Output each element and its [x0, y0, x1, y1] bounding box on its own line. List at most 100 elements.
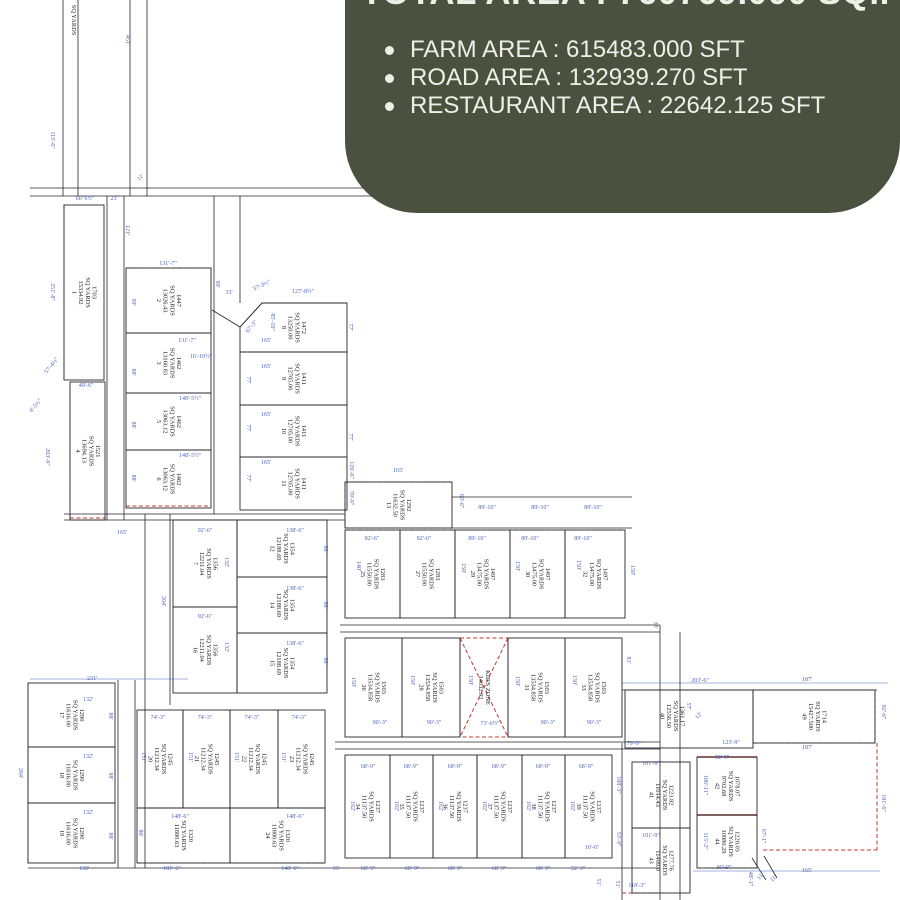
dim-label: 165' [802, 868, 812, 874]
plot-11 [239, 456, 348, 511]
dim-label: 123'-9" [722, 740, 740, 746]
plot-6 [125, 449, 212, 509]
dim-label: 89'-10" [478, 505, 496, 511]
dim-label: 106'-11" [702, 775, 708, 796]
restaurant-area-item: RESTAURANT AREA : 22642.125 SFT [385, 92, 900, 120]
dim-label: 89'-10" [468, 536, 486, 542]
plot-label-41: 1223.82SQ YARDS11014.4341 [647, 780, 674, 811]
dim-label: 11' [756, 872, 765, 881]
dim-label: 132' [79, 866, 89, 872]
dim-label: 77' [245, 376, 251, 383]
dim-label: 148'-6" [281, 866, 299, 872]
dim-label: 165' [261, 338, 271, 344]
dim-label: 150' [571, 675, 577, 685]
dim-label: 57' [685, 702, 691, 709]
plot-13 [344, 481, 453, 529]
plot-label-29: 1497SQ YARDS13475.0029 [469, 559, 496, 590]
dim-label: 138'-6" [286, 528, 304, 534]
plot-label-21: 1245SQ YARDS11212.3421 [193, 744, 220, 775]
dim-label: 187' [802, 677, 812, 683]
dim-label: 90'-3" [373, 720, 388, 726]
plot-label-20: 1245SQ YARDS11212.3420 [146, 744, 173, 775]
plot-32 [564, 529, 626, 619]
bullet-icon [385, 74, 394, 84]
dim-label: 132' [83, 754, 93, 760]
dim-label: 68'-9" [448, 764, 463, 770]
plot-label-6: 1462SQ YARDS13063.126 [155, 464, 182, 495]
plot-label-30: 1497SQ YARDS13475.0030 [524, 559, 551, 590]
dim-label: 68'-9" [579, 764, 594, 770]
plot-4 [69, 381, 106, 521]
dim-label: 151' [280, 752, 286, 762]
dim-label: 108'-3" [615, 776, 621, 794]
dim-label: 88' [130, 421, 136, 428]
farm-area-label: FARM AREA : 615483.000 SFT [410, 36, 745, 63]
dim-label: 138'-6" [286, 586, 304, 592]
dim-label: 150' [467, 675, 473, 685]
dim-label: 4'-5½" [28, 397, 44, 414]
dim-label: 99' [214, 280, 220, 287]
dim-label: 132' [223, 557, 229, 567]
dim-label: 165' [393, 468, 403, 474]
plot-8 [239, 302, 348, 353]
dim-label: 148'-5½" [179, 452, 202, 459]
dim-label: 115'-2" [702, 832, 708, 850]
dim-label: 132' [83, 697, 93, 703]
dim-label: 140' [355, 561, 361, 571]
plot-label-27: 1283SQ YARDS11550.0027 [414, 559, 441, 590]
dim-label: 73'-6½" [480, 720, 500, 727]
dim-label: 150' [409, 675, 415, 685]
plot-label-zone: KID'S ZONE14032.92 [477, 670, 491, 705]
dim-label: 80' [137, 829, 143, 836]
dim-label: 127'-8½" [292, 288, 315, 295]
dim-label: 92'-6" [198, 528, 213, 534]
dim-label: 264' [160, 596, 166, 606]
plot-label-5: 1462SQ YARDS13063.125 [155, 406, 182, 437]
dim-label: 37'-3½" [252, 278, 273, 293]
dim-label: 77' [245, 474, 251, 481]
restaurant-area-label: RESTAURANT AREA : 22642.125 SFT [410, 92, 826, 119]
plot-39 [564, 754, 613, 859]
dim-label: 89'-10" [574, 536, 592, 542]
plot-label-42: 1078.07SQ YARDS9702.6842 [713, 771, 740, 802]
dim-label: 23' [110, 196, 117, 202]
dim-label: 49'-6" [79, 383, 94, 389]
dim-label: 57'-4½" [43, 356, 61, 375]
dim-label: 67'-3" [245, 319, 259, 334]
dim-label: 148'-6" [286, 814, 304, 820]
dim-label: 181'-6" [163, 866, 181, 872]
dim-label: 162' [393, 801, 399, 811]
dim-label: 99' [130, 298, 136, 305]
dim-label: 12' [694, 711, 703, 720]
dim-label: 88' [322, 657, 328, 664]
plot-label-11: 1411SQ YARDS12705.0011 [280, 468, 307, 499]
dim-label: 88' [107, 712, 113, 719]
plot-24 [229, 807, 326, 864]
plot-label-16: 1356SQ YARDS12211.0416 [191, 635, 218, 666]
dim-label: 88' [322, 545, 328, 552]
plot-label-15: 1354SQ YARDS12188.6915 [268, 648, 295, 679]
plot-label-34: 1237SQ YARDS11137.5034 [354, 791, 381, 822]
dim-label: 52'-3" [571, 866, 586, 872]
plot-16 [172, 606, 238, 694]
plot-label-9: 1411SQ YARDS12705.009 [280, 363, 307, 394]
dim-label: 162' [525, 801, 531, 811]
dim-label: 33' [652, 621, 658, 628]
plot-label-44: 1220.03SQ YARDS10980.2944 [713, 826, 740, 857]
plot-label-4: 1521SQ YARDS13694.134 [74, 436, 101, 467]
dim-label: 82'-6" [365, 536, 380, 542]
road-area-item: ROAD AREA : 132939.270 SFT [385, 64, 900, 92]
dim-label: SQ YARDS [70, 5, 77, 36]
plot-label-18: 1290SQ YARDS11616.0018 [58, 760, 85, 791]
plot-33 [564, 637, 623, 738]
dim-label: 74'-3" [198, 715, 213, 721]
dim-label: 92'-6" [198, 614, 213, 620]
dim-label: 203'-6" [44, 448, 50, 466]
plot-label-32: 1497SQ YARDS13475.0032 [581, 559, 608, 590]
dim-label: 138'-6" [286, 641, 304, 647]
dim-label: 181'-6" [880, 794, 886, 812]
dim-label: 88' [107, 772, 113, 779]
dim-label: 53'-9" [615, 832, 621, 847]
dim-label: 151' [233, 752, 239, 762]
